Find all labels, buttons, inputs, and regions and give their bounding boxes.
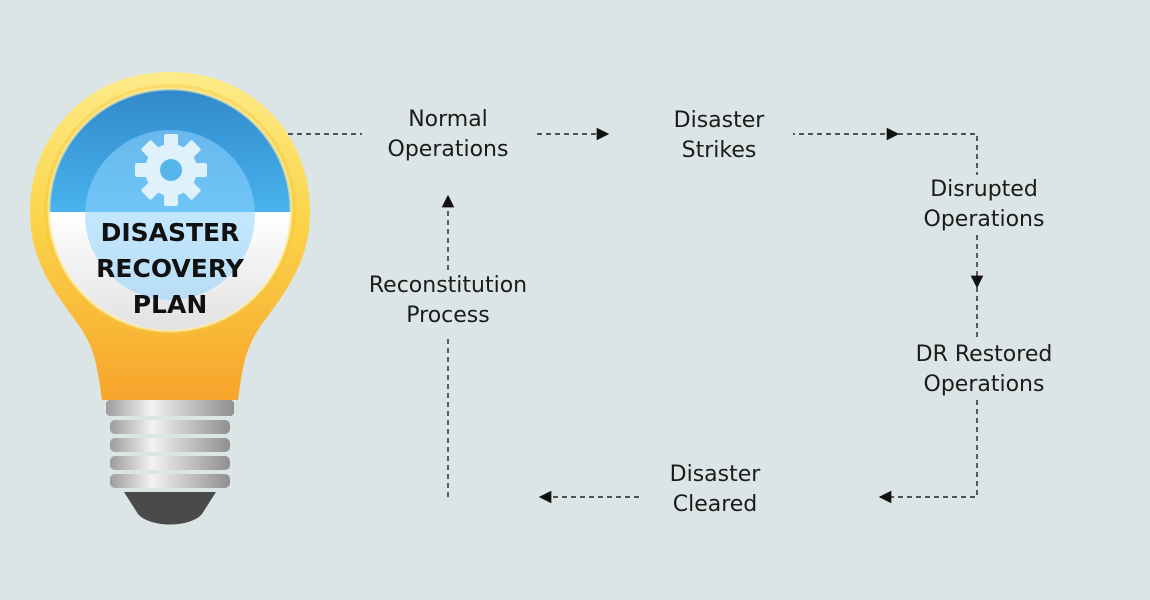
stage-line: Disaster [669, 462, 761, 487]
flow-connectors [288, 127, 984, 504]
connector-corner-to-disrupted [898, 133, 978, 175]
title-line-3: PLAN [132, 290, 208, 319]
stage-disaster-strikes: Disaster Strikes [645, 106, 793, 166]
stage-line: Strikes [681, 138, 757, 163]
stage-line: Operations [923, 372, 1045, 397]
stage-line: Reconstitution [368, 273, 528, 298]
stage-line: Normal [408, 107, 488, 132]
stage-line: DR Restored [915, 342, 1053, 367]
stage-line: Process [406, 303, 490, 328]
stage-disrupted-operations: Disrupted Operations [895, 175, 1073, 235]
stage-line: Operations [387, 137, 509, 162]
title-line-1: DISASTER [100, 218, 240, 247]
stage-line: Disrupted [930, 177, 1038, 202]
stage-reconstitution-process: Reconstitution Process [340, 271, 556, 331]
light-bulb-icon [30, 72, 310, 525]
stage-line: Operations [923, 207, 1045, 232]
stage-normal-operations: Normal Operations [362, 105, 534, 165]
stage-line: Disaster [673, 108, 765, 133]
bulb-base [106, 400, 234, 525]
stage-disaster-cleared: Disaster Cleared [641, 460, 789, 520]
title-line-2: RECOVERY [96, 254, 244, 283]
stage-line: Cleared [672, 492, 758, 517]
diagram-title: DISASTER RECOVERY PLAN [60, 215, 280, 323]
connector-restored-to-cleared [878, 400, 978, 504]
stage-dr-restored-operations: DR Restored Operations [885, 340, 1083, 400]
gear-icon [135, 134, 207, 206]
